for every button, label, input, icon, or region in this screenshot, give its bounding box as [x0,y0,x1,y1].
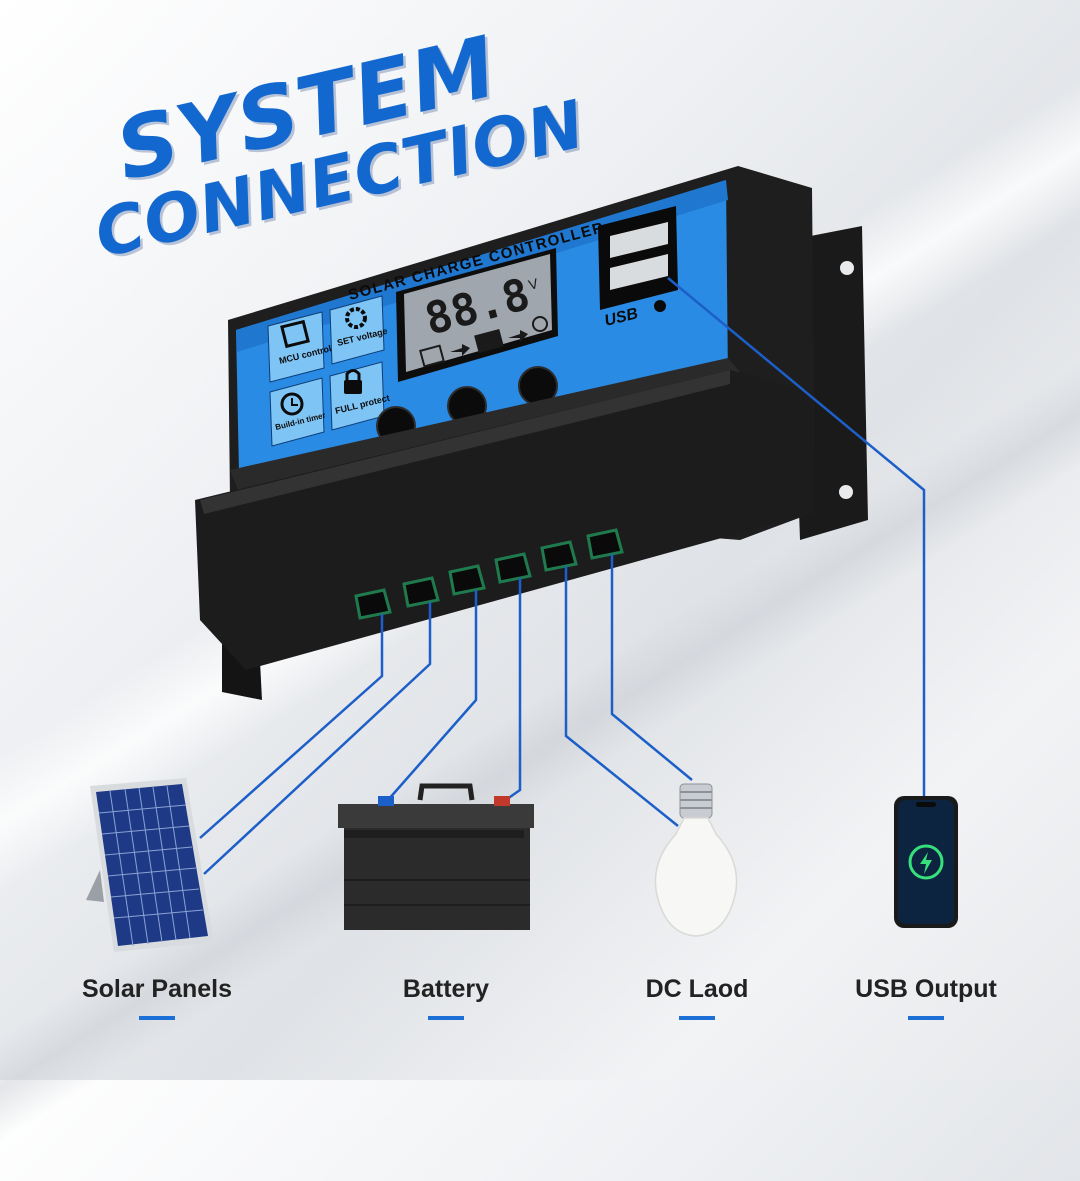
lcd-panel-icon [419,344,445,368]
smartphone-icon [894,796,958,928]
terminal-housing [195,370,815,670]
battery-handle [417,783,475,801]
connection-wires [199,277,926,875]
battery-terminal-positive [378,796,394,806]
gear-icon [345,307,367,329]
clock-icon [280,392,304,416]
label-underline [908,1016,944,1020]
wire-slot [540,540,578,572]
label-underline [139,1016,175,1020]
wire-slot [448,564,486,596]
lcd-arrow-icon [508,330,528,342]
mounting-hole [840,261,854,275]
label-dc-load: DC Laod [645,975,749,1003]
wire-battery-negative [499,578,522,806]
wire-solar-negative [203,602,432,875]
wire-battery-positive [387,590,478,801]
mounting-hole [839,485,853,499]
feature-tile-timer: Build-in timer [269,377,327,447]
label-solar-panels: Solar Panels [81,975,233,1003]
light-bulb-icon [654,783,738,937]
wire-solar-positive [199,614,384,839]
wire-usb [667,277,926,798]
wire-slot [402,576,440,608]
lcd-bulb-icon [532,316,548,332]
wire-entry-slots [354,528,624,620]
feature-tile-set: SET voltage [329,295,388,365]
solar-charge-controller: SOLAR CHARGE CONTROLLER MCU control SET … [195,166,868,700]
lock-icon [344,380,362,394]
battery-icon [338,783,534,930]
usb-port [610,222,668,258]
lcd-battery-icon [474,328,504,354]
wire-slot [354,588,392,620]
usb-ports: USB [598,206,678,330]
charging-bolt-icon [920,852,932,874]
solar-panel-icon [86,778,214,952]
mcu-chip-icon [280,319,310,349]
label-underline [679,1016,715,1020]
charging-ring [908,844,944,880]
usb-icon [654,300,666,312]
housing-edge [200,370,730,514]
feature-tile-protect: FULL protect [329,361,391,431]
label-battery: Battery [402,975,490,1003]
label-underline [428,1016,464,1020]
feature-tile-mcu: MCU control [267,311,332,383]
battery-terminal-negative [494,796,510,806]
usb-port [610,254,668,290]
wire-slot [494,552,532,584]
lcd-arrow-icon [450,344,470,356]
lcd-display: 88.8 V [396,248,558,382]
wire-slot [586,528,624,560]
label-usb-output: USB Output [855,975,997,1003]
wire-load-negative [610,554,693,781]
system-connection-diagram: SOLAR CHARGE CONTROLLER MCU control SET … [86,166,958,952]
wire-load-positive [564,566,679,827]
